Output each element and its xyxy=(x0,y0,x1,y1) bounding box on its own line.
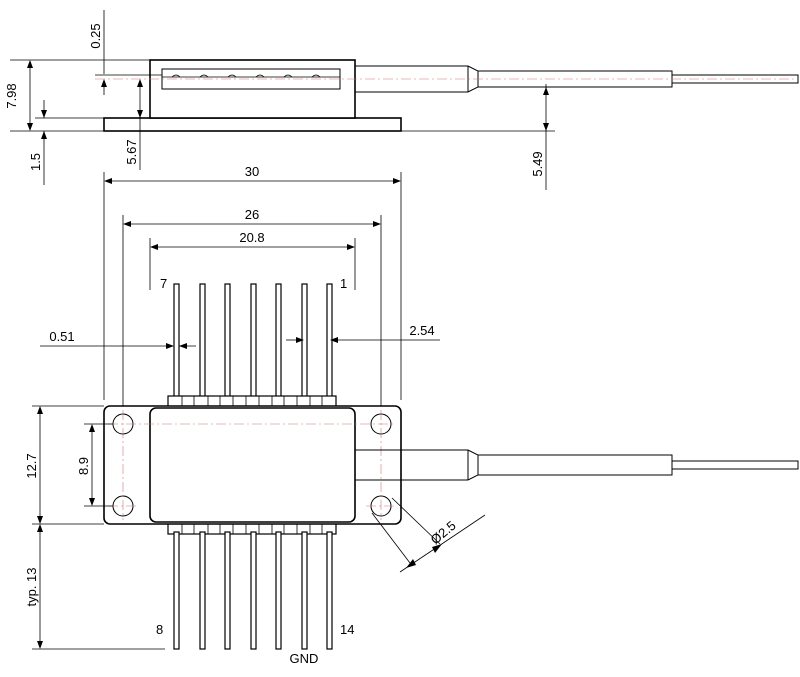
pin-5 xyxy=(224,283,231,407)
dim-pin-span: 20.8 xyxy=(239,230,264,245)
side-base-plate xyxy=(103,117,402,132)
dim-top-step: 0.25 xyxy=(88,23,103,48)
pin-label-1: 1 xyxy=(340,276,347,291)
pin-dimensions: 0.51 2.54 xyxy=(40,323,440,349)
dim-overall-length: 30 xyxy=(245,164,259,179)
pin-label-gnd: GND xyxy=(290,651,319,666)
pin-13 xyxy=(301,531,308,650)
pin-label-8: 8 xyxy=(156,622,163,637)
pin-9 xyxy=(199,531,206,650)
pin-14 xyxy=(326,531,333,650)
fiber xyxy=(671,460,799,470)
housing-body xyxy=(149,407,356,523)
pin-7 xyxy=(173,283,180,407)
dim-base-thickness: 1.5 xyxy=(28,153,43,171)
pin-2 xyxy=(301,283,308,407)
height-dimensions: 12.7 8.9 typ. 13 xyxy=(24,405,165,650)
bottom-pin-row xyxy=(173,531,333,650)
dim-pin-width: 0.51 xyxy=(49,329,74,344)
top-pin-row xyxy=(173,283,333,407)
side-view: 7.98 0.25 1.5 5.67 5.49 xyxy=(4,10,799,190)
pin-10 xyxy=(224,531,231,650)
pin-3 xyxy=(275,283,282,407)
pin-4 xyxy=(250,283,257,407)
pin-8 xyxy=(173,531,180,650)
dim-pin-pitch: 2.54 xyxy=(409,323,434,338)
pin-label-14: 14 xyxy=(340,622,354,637)
dim-flange-width: 12.7 xyxy=(24,453,39,478)
pin-12 xyxy=(275,531,282,650)
pin-label-7: 7 xyxy=(160,276,167,291)
width-dimensions: 30 26 20.8 xyxy=(103,164,402,410)
top-view: 7 1 8 14 GND xyxy=(103,276,799,666)
dim-pin-length: typ. 13 xyxy=(24,567,39,606)
dim-fiber-height: 5.49 xyxy=(530,151,545,176)
pin-1 xyxy=(326,283,333,407)
dim-total-height: 7.98 xyxy=(4,83,19,108)
dim-hole-pitch: 8.9 xyxy=(76,457,91,475)
fiber-tube xyxy=(477,454,673,476)
side-lid-bumps xyxy=(171,74,321,78)
pin-11 xyxy=(250,531,257,650)
pin-6 xyxy=(199,283,206,407)
dim-body-height: 5.67 xyxy=(124,139,139,164)
dim-hole-spacing: 26 xyxy=(245,207,259,222)
